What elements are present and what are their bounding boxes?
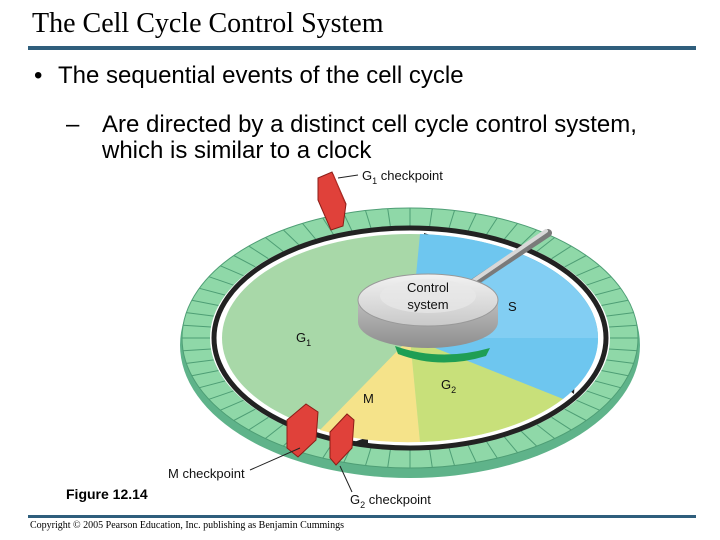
m-checkpoint-flag bbox=[286, 403, 355, 466]
ring-segment-tick bbox=[564, 408, 587, 421]
ring-segment-tick bbox=[448, 210, 455, 229]
ring-segment-tick bbox=[208, 276, 234, 286]
ring-segment-tick bbox=[265, 424, 284, 439]
ring-segment-tick bbox=[343, 213, 353, 232]
figure-caption: Figure 12.14 bbox=[66, 486, 148, 502]
ring-segment-tick bbox=[448, 447, 455, 466]
track-arrow-bottom bbox=[354, 437, 368, 447]
ring-segment-tick bbox=[564, 255, 587, 268]
ring-segment-tick bbox=[551, 416, 572, 431]
ring-segment-tick bbox=[365, 447, 372, 466]
ring-segment-tick bbox=[551, 245, 572, 260]
ring-segment-tick bbox=[387, 449, 391, 468]
phase-s-label: S bbox=[508, 299, 517, 314]
ring-segment-tick bbox=[199, 287, 226, 296]
ring-segment-tick bbox=[606, 359, 634, 364]
ring-segment-tick bbox=[233, 255, 256, 268]
ring-segment-tick bbox=[586, 390, 612, 400]
slide-title: The Cell Cycle Control System bbox=[32, 8, 384, 39]
ring-segment-tick bbox=[183, 324, 212, 328]
ring-segment-tick bbox=[608, 324, 637, 328]
control-system-disc bbox=[357, 273, 499, 348]
g1-checkpoint-leader bbox=[337, 174, 359, 179]
ring-segment-tick bbox=[608, 348, 637, 352]
phase-g2-label: G2 bbox=[441, 377, 456, 395]
ring-segment-tick bbox=[503, 223, 518, 240]
ring-segment-tick bbox=[429, 449, 433, 468]
ring-segment-tick bbox=[186, 312, 214, 317]
footer-rule bbox=[28, 515, 696, 518]
ring-segment-tick bbox=[191, 299, 219, 306]
ring-segment-tick bbox=[520, 430, 538, 447]
ring-segment-tick bbox=[536, 424, 555, 439]
cycle-track bbox=[211, 225, 609, 451]
ring-segment-tick bbox=[467, 213, 477, 232]
title-rule bbox=[28, 46, 696, 50]
ring-segment-tick bbox=[536, 237, 555, 252]
sub-bullet-text: Are directed by a distinct cell cycle co… bbox=[102, 111, 637, 164]
ring-segment-tick bbox=[606, 312, 634, 317]
phase-g1-label: G1 bbox=[296, 330, 311, 348]
main-bullet: • The sequential events of the cell cycle bbox=[34, 62, 464, 90]
ring-segment-tick bbox=[220, 399, 244, 411]
ring-segment-tick bbox=[199, 380, 226, 389]
ring-segment-tick bbox=[248, 416, 269, 431]
ring-segment-tick bbox=[191, 370, 219, 377]
main-bullet-text: The sequential events of the cell cycle bbox=[58, 62, 464, 89]
ring-segment-tick bbox=[601, 299, 629, 306]
ring-segment-tick bbox=[186, 359, 214, 364]
ring-segment-tick bbox=[576, 265, 600, 277]
phase-m-label: M bbox=[363, 391, 374, 406]
m-checkpoint-label: M checkpoint bbox=[168, 466, 245, 481]
ring-segment-tick bbox=[233, 408, 256, 421]
ring-segment-tick bbox=[594, 287, 621, 296]
ring-segment-tick bbox=[322, 217, 334, 235]
g1-checkpoint-flag bbox=[317, 171, 347, 231]
ring-segment-tick bbox=[183, 348, 212, 352]
ring-segment-tick bbox=[486, 217, 498, 235]
ring-segment-tick bbox=[282, 229, 300, 246]
bullet-dot: • bbox=[34, 62, 43, 89]
g2-checkpoint-leader bbox=[339, 465, 353, 493]
sub-bullet-dash: – bbox=[66, 111, 80, 138]
clock-hand bbox=[466, 229, 552, 289]
ring-segment-tick bbox=[594, 380, 621, 389]
ring-segment-tick bbox=[601, 370, 629, 377]
m-checkpoint-leader bbox=[249, 447, 301, 471]
ring-segment-tick bbox=[467, 444, 477, 463]
ring-segment-tick bbox=[520, 229, 538, 246]
ring-segment-tick bbox=[503, 436, 518, 453]
ring-segment-tick bbox=[248, 245, 269, 260]
ring-segment-tick bbox=[265, 237, 284, 252]
ring-segment-tick bbox=[429, 208, 433, 227]
ring-segment-tick bbox=[208, 390, 234, 400]
g2-sector bbox=[410, 338, 563, 442]
ring-segment-tick bbox=[387, 208, 391, 227]
g2-checkpoint-label: G2 checkpoint bbox=[350, 492, 431, 510]
ring-segment-tick bbox=[365, 210, 372, 229]
ring-segment-tick bbox=[576, 399, 600, 411]
control-system-label-line1: Control bbox=[407, 280, 449, 295]
ring-segment-tick bbox=[302, 223, 317, 240]
g1-checkpoint-label: G1 checkpoint bbox=[362, 168, 443, 186]
ring-segment-tick bbox=[486, 441, 498, 459]
ring-segment-tick bbox=[220, 265, 244, 277]
copyright-notice: Copyright © 2005 Pearson Education, Inc.… bbox=[30, 520, 344, 531]
ring-segment-tick bbox=[586, 276, 612, 286]
control-system-label-line2: system bbox=[407, 297, 448, 312]
